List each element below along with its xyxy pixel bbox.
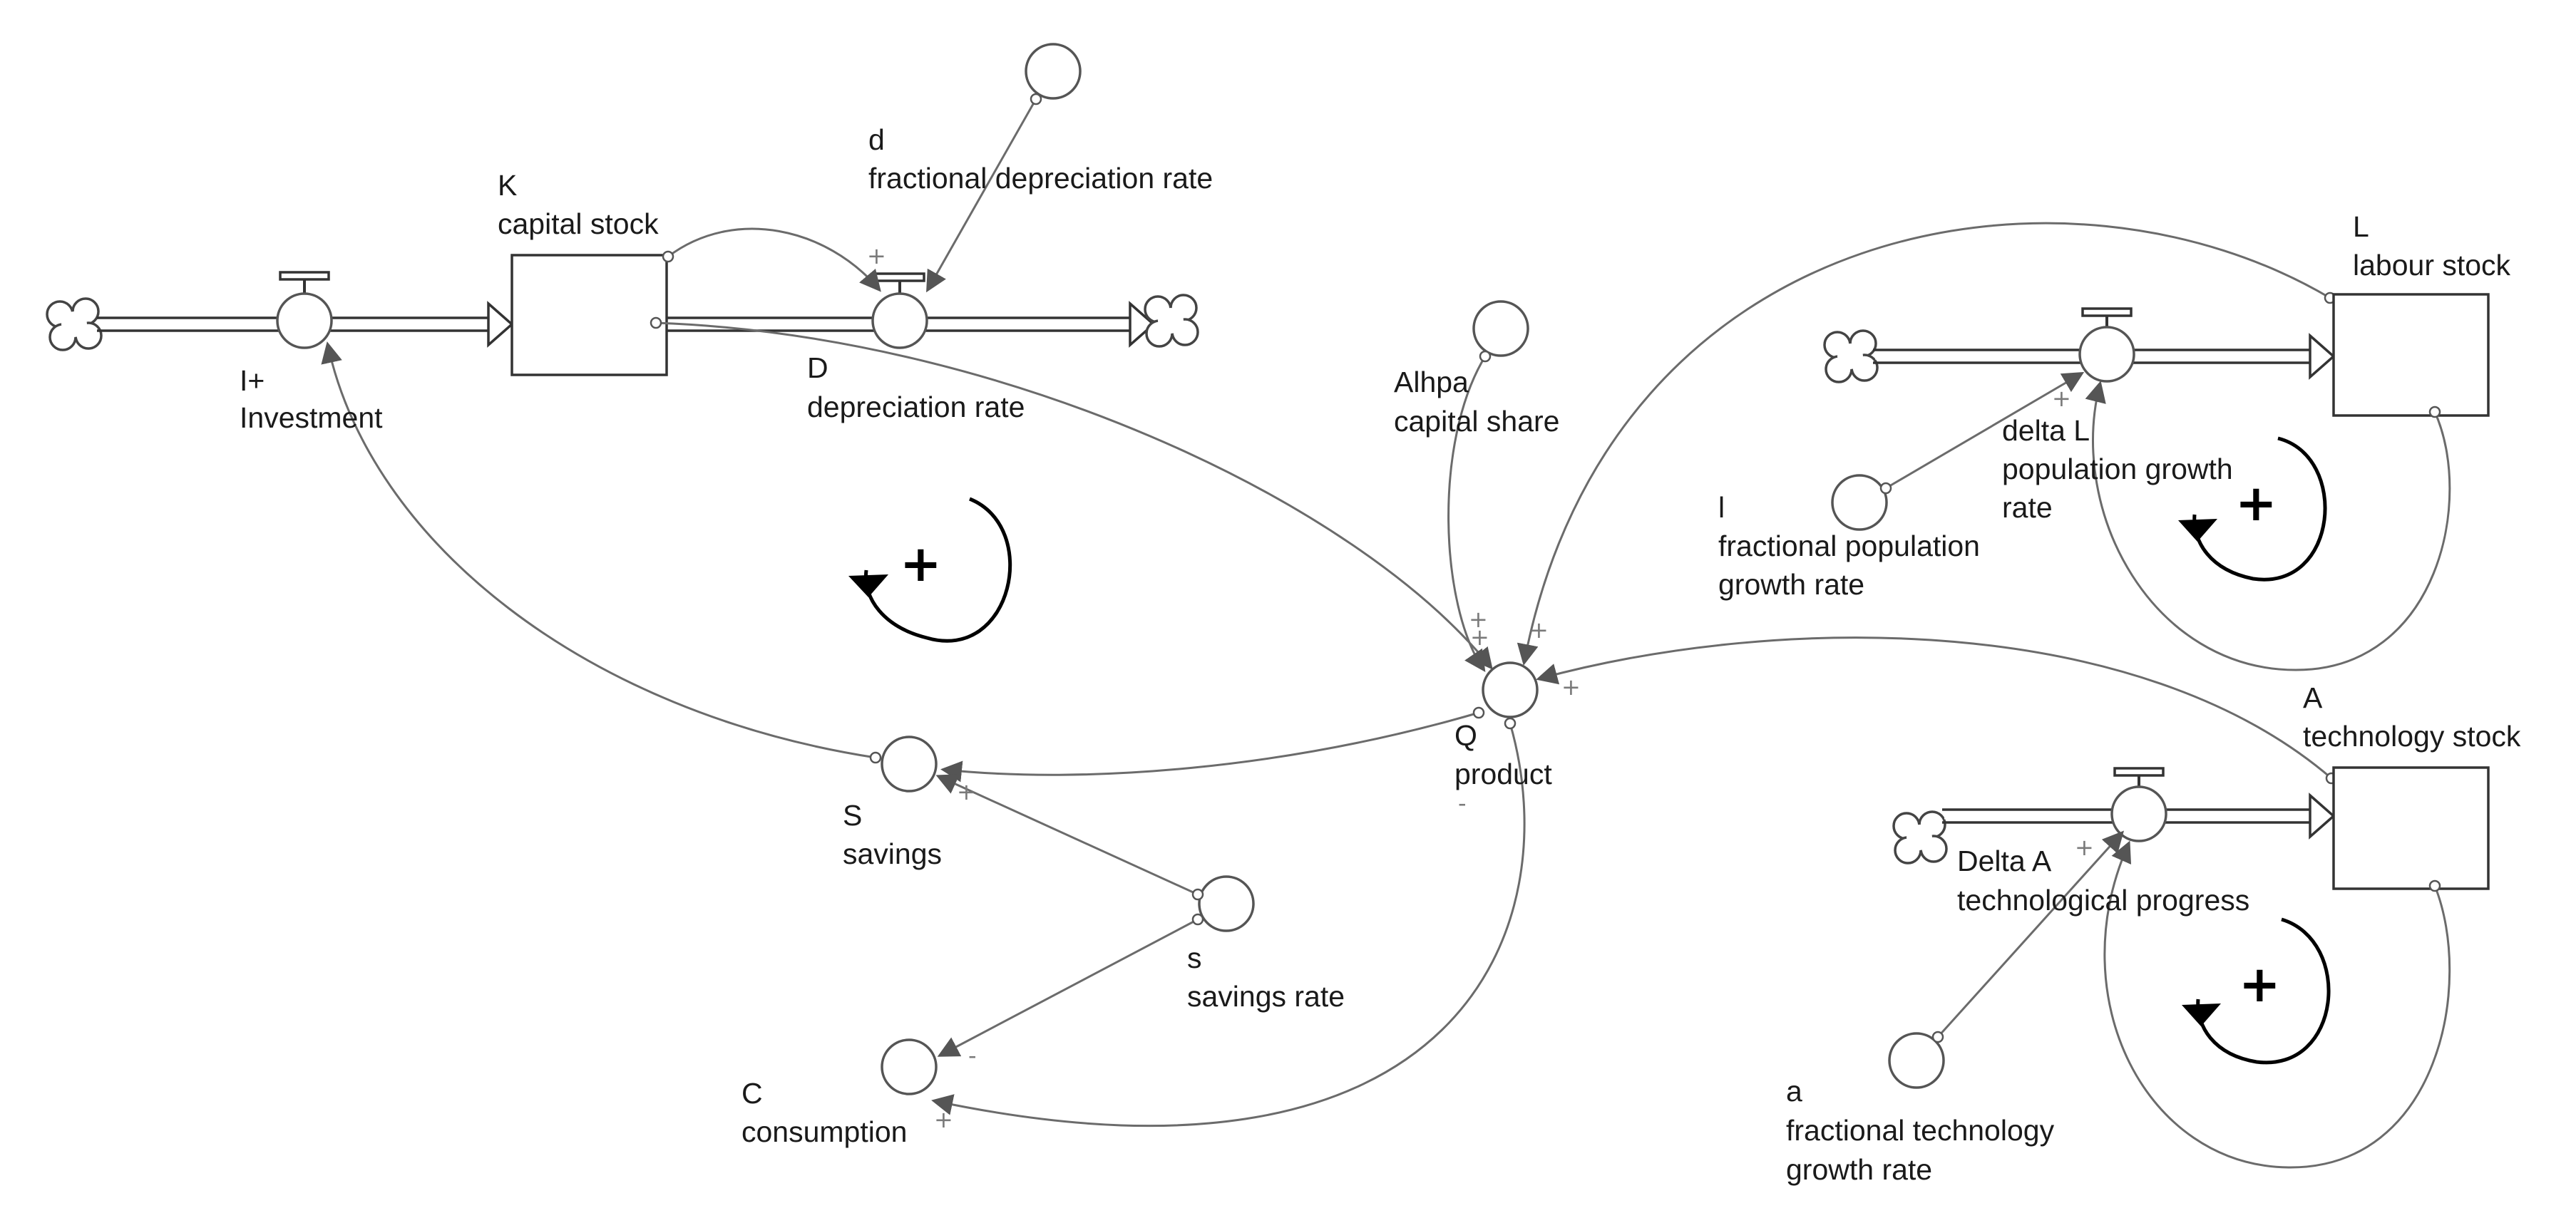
pop-rate-aux[interactable] [1831,474,1888,531]
alpha-symbol: Alhpa [1394,366,1469,398]
tech-progress-valve[interactable] [2110,767,2167,842]
capital-stock-name: capital stock [498,207,659,240]
cloud-icon [1144,294,1199,348]
population-growth-name-line1: population growth [2002,453,2233,485]
technology-stock-box[interactable] [2332,766,2490,890]
alpha-name: capital share [1394,405,1559,438]
savings-symbol: S [843,799,862,832]
link-K-to-Q [655,321,1493,670]
labour-stock-box[interactable] [2332,293,2490,417]
sign-plus: + [1470,624,1489,651]
link-s-to-C [937,918,1199,1057]
population-growth-symbol: delta L [2002,414,2090,447]
sign-plus: + [2075,834,2094,861]
tech-progress-name: technological progress [1957,884,2249,917]
savings-rate-symbol: s [1187,941,1202,974]
savings-rate-aux[interactable] [1198,875,1255,932]
technology-loop-indicator: + [2182,917,2331,1065]
pop-rate-name-line1: fractional population [1718,530,1980,562]
pop-rate-symbol: l [1718,491,1725,524]
pop-rate-name-line2: growth rate [1718,568,1864,601]
savings-rate-name: savings rate [1187,980,1345,1013]
sign-minus: - [1458,790,1467,817]
alpha-aux[interactable] [1472,300,1529,357]
tech-rate-symbol: a [1786,1075,1802,1108]
savings-aux[interactable] [881,736,938,793]
link-A-to-Q [1536,636,2332,780]
tech-rate-name-line1: fractional technology [1786,1114,2055,1147]
product-aux[interactable] [1482,661,1539,718]
depreciation-symbol: D [807,351,828,384]
capital-stock-box[interactable] [510,254,668,376]
sign-plus: + [2052,385,2071,412]
dep-rate-symbol: d [868,123,885,156]
sign-plus: + [1529,616,1549,644]
dep-rate-name: fractional depreciation rate [868,162,1213,195]
consumption-name: consumption [742,1115,907,1148]
svg-text:+: + [2239,955,2281,1013]
link-Q-to-C [931,723,1526,1127]
link-d-to-D [926,98,1037,293]
labour-stock-name: labour stock [2353,249,2511,282]
dep-rate-aux[interactable] [1025,43,1082,100]
cloud-icon [46,297,103,351]
consumption-aux[interactable] [881,1038,938,1095]
sign-minus: - [968,1042,977,1069]
product-symbol: Q [1454,719,1477,752]
technology-stock-symbol: A [2303,681,2323,714]
link-L-to-Q [1517,222,2331,666]
consumption-symbol: C [742,1077,763,1110]
sign-plus: + [1561,674,1581,701]
link-s-to-S [935,774,1199,896]
product-name: product [1454,758,1552,790]
investment-valve[interactable] [276,271,333,349]
svg-text:+: + [2235,474,2277,532]
svg-text:+: + [900,535,942,593]
capital-stock-symbol: K [498,169,517,202]
link-A-to-deltaA [2103,840,2451,1169]
capital-loop-indicator: + [848,497,1012,643]
investment-name: Investment [240,401,383,434]
link-l-to-deltaL [1885,371,2085,490]
population-growth-name-line2: rate [2002,491,2053,524]
investment-symbol: I+ [240,364,265,397]
sign-plus: + [867,242,886,269]
link-alpha-to-Q [1447,356,1487,672]
link-a-to-deltaA [1936,830,2125,1038]
link-S-to-investment [321,341,876,759]
link-L-to-deltaL [2085,381,2451,671]
sign-plus: + [957,778,976,805]
sign-plus: + [934,1106,953,1133]
depreciation-name: depreciation rate [807,391,1025,423]
cloud-icon [1892,810,1948,865]
link-K-to-D [667,227,881,292]
cloud-icon [1823,329,1879,383]
depreciation-valve[interactable] [871,272,928,349]
tech-rate-aux[interactable] [1888,1032,1945,1089]
tech-rate-name-line2: growth rate [1786,1153,1932,1186]
tech-progress-symbol: Delta A [1957,845,2052,877]
savings-name: savings [843,837,942,870]
population-growth-valve[interactable] [2078,307,2135,383]
sign-plus: + [1469,606,1488,633]
labour-loop-indicator: + [2178,436,2327,582]
labour-stock-symbol: L [2353,210,2369,243]
link-Q-to-S [940,711,1479,783]
technology-stock-name: technology stock [2303,720,2521,753]
